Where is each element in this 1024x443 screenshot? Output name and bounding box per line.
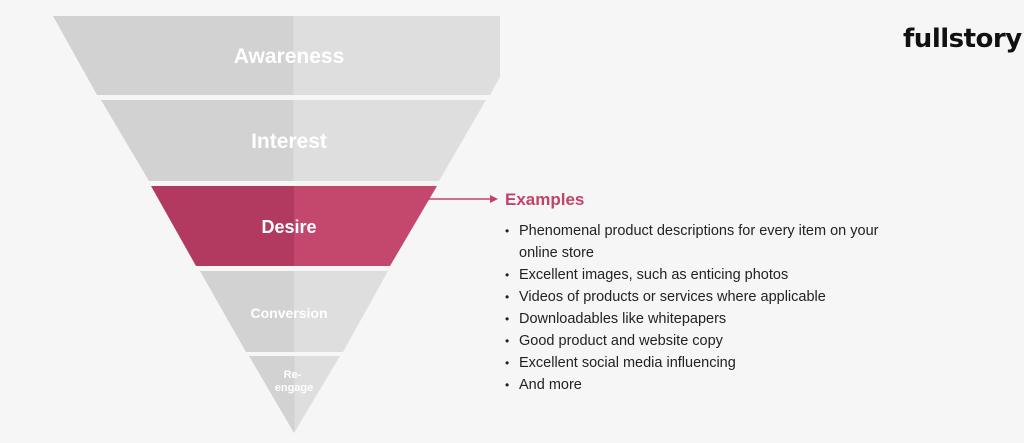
fullstory-logo: fullstory (903, 24, 1022, 54)
list-item: And more (505, 374, 905, 396)
list-item: Phenomenal product descriptions for ever… (505, 220, 905, 264)
examples-list: Phenomenal product descriptions for ever… (505, 220, 905, 396)
list-item: Excellent social media influencing (505, 352, 905, 374)
stage-label-conversion: Conversion (250, 305, 327, 321)
funnel-stage-reengage (249, 356, 340, 433)
examples-arrow (428, 195, 498, 203)
funnel-stage-desire (151, 186, 437, 266)
stage-label-awareness: Awareness (234, 45, 345, 68)
stage-label-desire: Desire (261, 217, 316, 237)
stage-label-interest: Interest (251, 130, 327, 153)
stage-label-reengage-line1: Re- (284, 369, 302, 381)
stage-label-reengage: Re- engage (275, 369, 314, 394)
examples-panel: Examples Phenomenal product descriptions… (505, 190, 905, 396)
examples-title: Examples (505, 190, 585, 209)
funnel-stage-interest (101, 100, 486, 181)
list-item: Excellent images, such as enticing photo… (505, 264, 905, 286)
stage-label-reengage-line2: engage (275, 382, 314, 394)
funnel-stage-conversion (200, 271, 388, 352)
funnel-diagram: Awareness Interest Desire Conversion Re-… (53, 16, 500, 433)
list-item: Videos of products or services where app… (505, 286, 905, 308)
funnel-stage-awareness (53, 16, 500, 95)
list-item: Downloadables like whitepapers (505, 308, 905, 330)
list-item: Good product and website copy (505, 330, 905, 352)
